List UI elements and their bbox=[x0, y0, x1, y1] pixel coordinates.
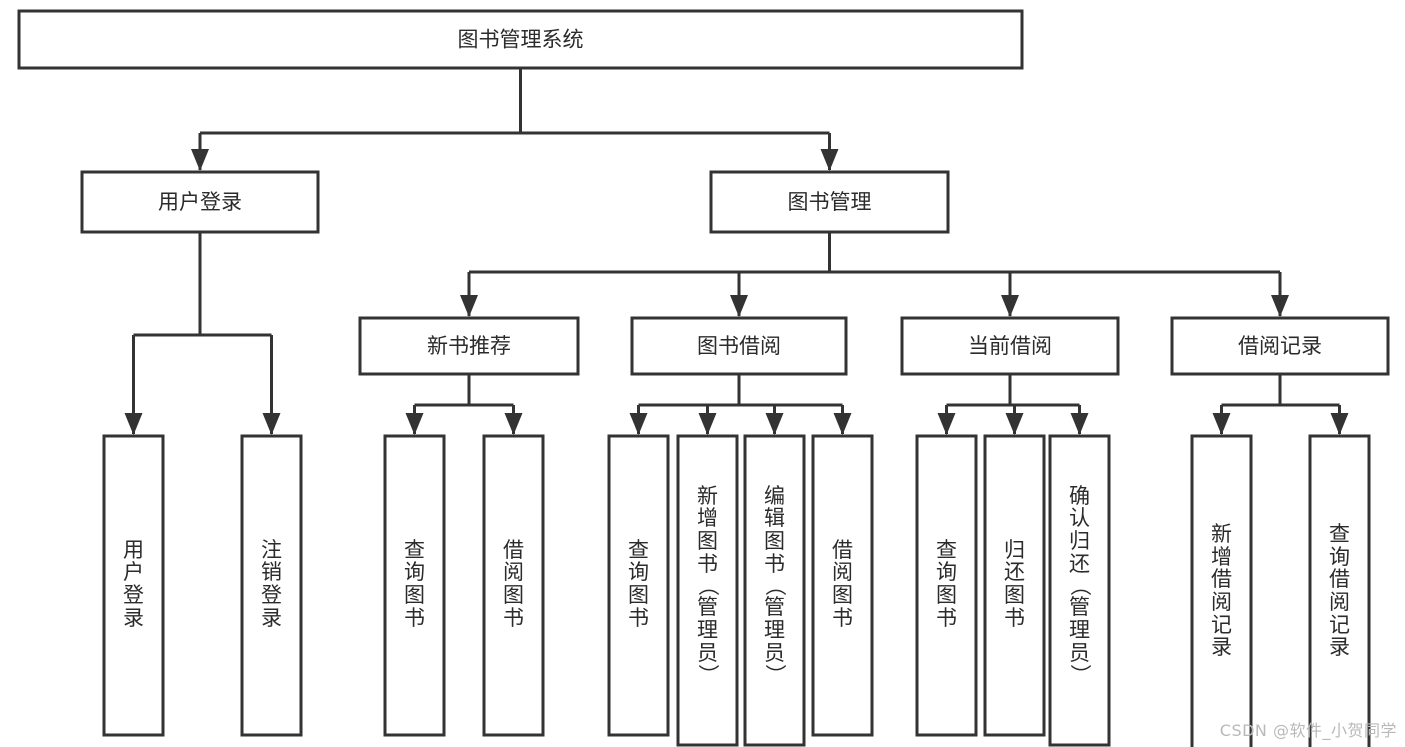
leaf-node-label-9: 查询图书 bbox=[936, 537, 957, 630]
arrow-head-icon bbox=[1005, 413, 1024, 435]
level2-node-2[interactable] bbox=[630, 316, 848, 376]
leaf-node-label-12: 新增借阅记录 bbox=[1211, 522, 1232, 660]
leaf-node-label-5: 查询图书 bbox=[628, 537, 649, 630]
leaf-node-4[interactable] bbox=[482, 434, 545, 737]
leaf-node-8[interactable] bbox=[811, 434, 874, 737]
leaf-node-9[interactable] bbox=[915, 434, 978, 737]
arrow-head-icon bbox=[820, 149, 839, 171]
arrow-head-icon bbox=[460, 295, 478, 317]
leaf-node-label-11: 确认归还（管理员） bbox=[1068, 483, 1092, 686]
connector-layer bbox=[124, 68, 1349, 435]
leaf-node-label-8: 借阅图书 bbox=[832, 537, 853, 630]
leaf-node-label-4: 借阅图书 bbox=[503, 537, 524, 630]
leaf-node-6[interactable] bbox=[676, 434, 739, 747]
leaf-node-12[interactable] bbox=[1190, 434, 1253, 747]
level2-node-label-2: 图书借阅 bbox=[697, 334, 781, 358]
node-box-layer bbox=[17, 9, 1390, 747]
level1-node-label-2: 图书管理 bbox=[788, 190, 872, 214]
leaf-node-1[interactable] bbox=[102, 434, 165, 737]
leaf-node-label-3: 查询图书 bbox=[404, 537, 425, 630]
leaf-node-label-13: 查询借阅记录 bbox=[1329, 522, 1350, 660]
level1-node-2[interactable] bbox=[709, 170, 950, 234]
level2-node-4[interactable] bbox=[1170, 316, 1390, 376]
arrow-head-icon bbox=[405, 413, 424, 435]
arrow-head-icon bbox=[1212, 413, 1231, 435]
arrow-head-icon bbox=[1271, 295, 1289, 317]
leaf-node-label-10: 归还图书 bbox=[1004, 537, 1025, 630]
leaf-node-label-6: 新增图书（管理员） bbox=[696, 483, 720, 686]
watermark-text: CSDN @软件_小贺同学 bbox=[1219, 721, 1397, 740]
leaf-node-3[interactable] bbox=[383, 434, 446, 737]
level1-node-1[interactable] bbox=[80, 170, 320, 234]
leaf-node-5[interactable] bbox=[607, 434, 670, 737]
arrow-head-icon bbox=[1070, 413, 1089, 435]
root-node-label: 图书管理系统 bbox=[458, 28, 584, 52]
arrow-head-icon bbox=[124, 413, 143, 435]
level2-node-label-4: 借阅记录 bbox=[1238, 334, 1322, 358]
leaf-node-label-1: 用户登录 bbox=[123, 537, 144, 630]
level2-node-label-3: 当前借阅 bbox=[968, 334, 1052, 358]
leaf-node-label-7: 编辑图书（管理员） bbox=[763, 483, 787, 686]
arrow-head-icon bbox=[262, 413, 281, 435]
arrow-head-icon bbox=[504, 413, 523, 435]
arrow-head-icon bbox=[1330, 413, 1349, 435]
arrow-head-icon bbox=[698, 413, 717, 435]
arrow-head-icon bbox=[191, 149, 209, 171]
leaf-node-2[interactable] bbox=[240, 434, 303, 737]
arrow-head-icon bbox=[1001, 295, 1019, 317]
level2-node-label-1: 新书推荐 bbox=[427, 334, 511, 358]
arrow-head-icon bbox=[833, 413, 852, 435]
level1-node-label-1: 用户登录 bbox=[158, 190, 242, 214]
arrow-head-icon bbox=[765, 413, 784, 435]
arrow-head-icon bbox=[629, 413, 648, 435]
leaf-node-10[interactable] bbox=[983, 434, 1046, 737]
level2-node-1[interactable] bbox=[358, 316, 580, 376]
leaf-node-13[interactable] bbox=[1308, 434, 1371, 747]
leaf-node-11[interactable] bbox=[1048, 434, 1111, 747]
leaf-node-label-2: 注销登录 bbox=[261, 537, 282, 630]
leaf-node-7[interactable] bbox=[743, 434, 806, 747]
level2-node-3[interactable] bbox=[900, 316, 1120, 376]
arrow-head-icon bbox=[937, 413, 956, 435]
arrow-head-icon bbox=[730, 295, 748, 317]
root-node-book-management-system[interactable] bbox=[17, 9, 1024, 70]
